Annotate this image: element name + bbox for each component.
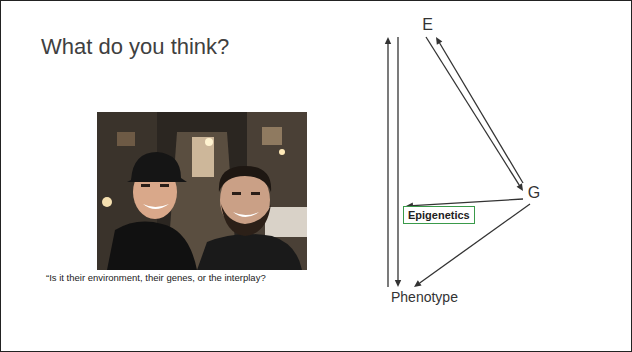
arrow-connector [436, 37, 523, 183]
arrow-connector [385, 37, 391, 287]
arrow-head [385, 37, 391, 44]
arrow-line [440, 43, 523, 183]
arrow-line [387, 44, 388, 287]
slide-title: What do you think? [41, 34, 229, 60]
node-text: E [381, 13, 433, 37]
arrow-line [426, 37, 519, 185]
factor-label: Phenotype [383, 287, 458, 307]
arrow-connector [426, 37, 523, 191]
arrow-line [413, 199, 523, 206]
node-text: Epigenetics [408, 209, 470, 222]
factor-label: G [523, 182, 545, 204]
arrow-head [395, 280, 401, 287]
photo-caption: “Is it their environment, their genes, o… [46, 272, 266, 283]
arrow-line [397, 37, 398, 280]
factor-label: E [381, 13, 441, 37]
node-text: G [523, 182, 545, 204]
photo-two-men [97, 112, 307, 270]
epigenetics-box: Epigenetics [403, 206, 475, 224]
arrow-head [517, 183, 523, 191]
node-text: Phenotype [391, 287, 458, 307]
arrow-connector [395, 37, 401, 287]
arrow-head [414, 280, 422, 287]
